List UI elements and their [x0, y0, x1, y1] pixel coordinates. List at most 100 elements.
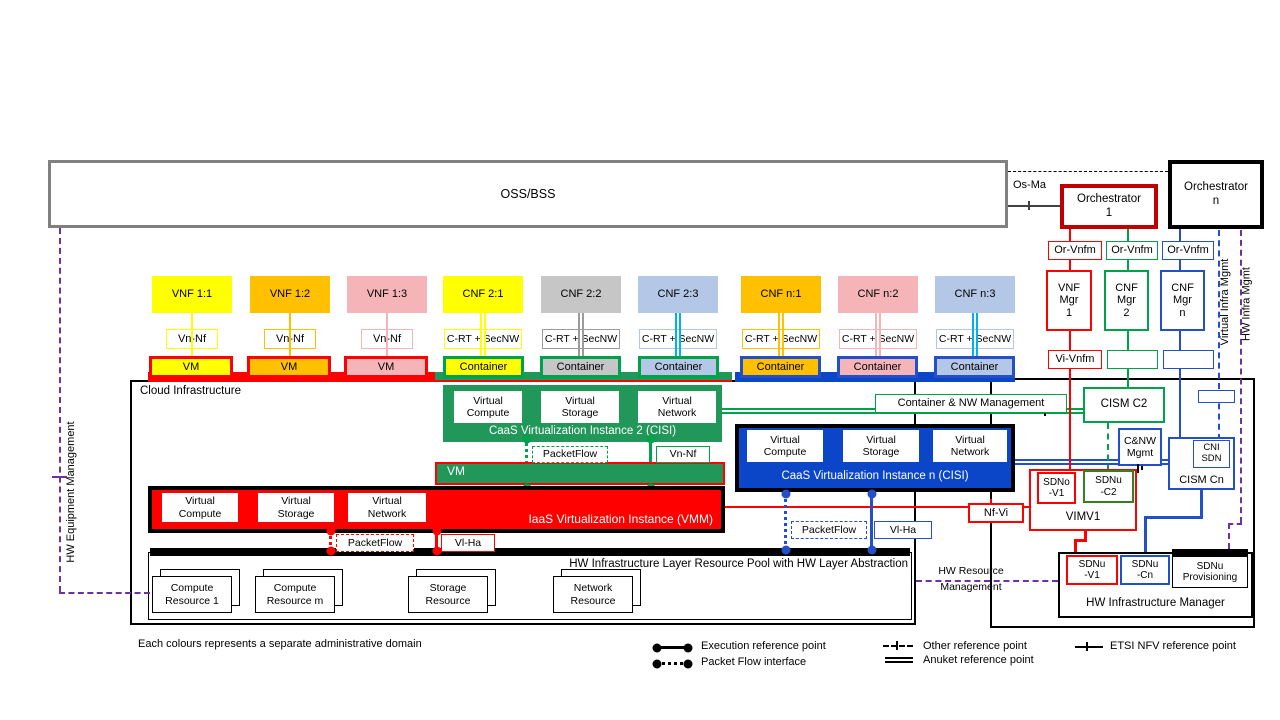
cisin-virtual-storage: Virtual Storage — [842, 429, 920, 463]
vl-ha-line-red — [435, 530, 438, 551]
nf-vi-label: Nf-Vi — [968, 503, 1024, 523]
orchn-cism-rail-blue — [1179, 228, 1181, 437]
exec-dot — [781, 545, 791, 555]
nf-box-vnf-1-1: VNF 1:1 — [152, 276, 232, 313]
nf-connector — [875, 313, 881, 357]
hw-resource-mgmt-line — [916, 580, 1058, 582]
virtual-infra-mgmt-label: Virtual Infra Mgmt — [1219, 258, 1231, 346]
cnf-mgr-2-box: CNF Mgr 2 — [1104, 270, 1149, 331]
nf-connector — [578, 313, 584, 357]
nf-connector — [386, 313, 388, 357]
compute-resource-1: Compute Resource 1 — [152, 576, 232, 613]
cisi2-virtual-compute: Virtual Compute — [453, 390, 523, 424]
blue-empty-box — [1198, 390, 1235, 403]
virtual-infra-mgmt-rail — [1218, 230, 1220, 440]
sdnu-c2-box: SDNu -C2 — [1083, 470, 1134, 503]
etsi-tick — [1137, 464, 1139, 473]
hw-infra-mgmt-label: HW Infra Mgmt — [1240, 267, 1253, 341]
hw-resource-mgmt-label: HW Resource Management — [938, 565, 1004, 593]
cnw-mgmt-box: C&NW Mgmt — [1118, 428, 1162, 466]
nf-box-cnf-2-2: CNF 2:2 — [541, 276, 621, 313]
cisi2-virtual-network: Virtual Network — [637, 390, 717, 424]
vmm-virtual-network: Virtual Network — [346, 491, 428, 524]
cisin-title: CaaS Virtualization Instance n (CISI) — [781, 470, 969, 482]
container-box-5: Container — [837, 356, 918, 378]
sdnu-prov-bar — [1172, 549, 1248, 556]
vm-host-bar-label: VM — [447, 464, 465, 478]
vl-ha-label-red: Vl-Ha — [441, 534, 495, 552]
storage-resource: Storage Resource — [408, 576, 488, 613]
hw-equipment-rail — [59, 228, 61, 592]
compute-resource-m: Compute Resource m — [255, 576, 335, 613]
hw-infra-mgmt-rail-jog — [1228, 523, 1242, 525]
packetflow-label-green: PacketFlow — [532, 446, 608, 463]
vmm-virtual-storage: Virtual Storage — [256, 491, 336, 524]
exec-dot — [326, 526, 336, 536]
cism-c2-box: CISM C2 — [1083, 387, 1165, 423]
vl-ha-label-blue: Vl-Ha — [874, 521, 932, 539]
cisin-anuket-line — [1015, 459, 1168, 465]
vn-nf-label-green: Vn-Nf — [656, 446, 710, 463]
nf-box-cnf-2-3: CNF 2:3 — [638, 276, 718, 313]
legend-anuket-line — [885, 657, 913, 663]
cisin-virtual-compute: Virtual Compute — [746, 429, 824, 463]
legend-other-label: Other reference point — [923, 640, 1027, 652]
sdnu-v1-box: SDNu -V1 — [1066, 555, 1118, 585]
c-rt-secnw-label-6: C-RT + SecNW — [936, 329, 1014, 349]
cni-sdn-box: CNI SDN — [1193, 440, 1230, 468]
nf-vi-line — [725, 506, 1037, 508]
nf-box-cnf-n-3: CNF n:3 — [935, 276, 1015, 313]
vm-box-3: VM — [344, 356, 428, 378]
exec-dot — [522, 434, 532, 444]
sdnu-provisioning-box: SDNu Provisioning — [1172, 556, 1248, 588]
exec-dot — [683, 659, 693, 669]
os-ma-label: Os-Ma — [1013, 179, 1046, 191]
nf-connector — [778, 313, 784, 357]
nf-connector — [191, 313, 193, 357]
hw-equipment-rail-bottom — [59, 592, 150, 594]
cloud-infrastructure-title: Cloud Infrastructure — [140, 385, 241, 397]
orchestrator-1-box: Orchestrator 1 — [1060, 184, 1158, 229]
vm-host-bar — [435, 462, 725, 485]
nf-connector — [972, 313, 978, 357]
container-box-2: Container — [540, 356, 621, 378]
vl-ha-line-blue — [870, 492, 873, 551]
exec-dot — [432, 526, 442, 536]
hw-infra-manager-title: HW Infrastructure Manager — [1086, 597, 1225, 609]
exec-dot — [652, 659, 662, 669]
orchestrator-n-box: Orchestrator n — [1168, 160, 1264, 229]
vmm-virtual-compute: Virtual Compute — [160, 491, 240, 524]
hw-abstraction-bar — [150, 548, 910, 556]
cisi2-title: CaaS Virtualization Instance 2 (CISI) — [488, 425, 677, 437]
exec-dot — [781, 489, 791, 499]
admin-domain-note: Each colours represents a separate admin… — [138, 638, 422, 650]
cisi2-virtual-storage: Virtual Storage — [540, 390, 620, 424]
c-rt-secnw-label-2: C-RT + SecNW — [542, 329, 620, 349]
legend-execution-line — [656, 646, 689, 649]
vi-vnfm-label-blue-empty — [1163, 350, 1214, 369]
oss-bss-box: OSS/BSS — [48, 160, 1008, 228]
exec-dot — [867, 545, 877, 555]
cism-cn-label: CISM Cn — [1179, 474, 1224, 486]
container-box-1: Container — [443, 356, 524, 378]
vmm-title: IaaS Virtualization Instance (VMM) — [528, 512, 713, 526]
cism-sdnu-connector — [1144, 516, 1147, 554]
container-box-4: Container — [740, 356, 821, 378]
cism-c2-sdnu-dashed — [1107, 423, 1109, 471]
nf-box-cnf-2-1: CNF 2:1 — [443, 276, 523, 313]
exec-dot — [326, 546, 336, 556]
nf-connector — [675, 313, 681, 357]
container-nw-mgmt-label: Container & NW Management — [875, 394, 1067, 413]
vi-vnfm-label-green-empty — [1107, 350, 1158, 369]
hw-infra-mgmt-rail — [1240, 230, 1242, 523]
vim-sdnu-connector — [1074, 539, 1077, 554]
legend-etsi-line — [1075, 646, 1103, 648]
os-ma-line — [1008, 205, 1060, 207]
vm-box-2: VM — [247, 356, 331, 378]
vnf-mgr-1-box: VNF Mgr 1 — [1046, 270, 1092, 331]
vimv1-label: VIMV1 — [1065, 511, 1101, 523]
cism-sdnu-connector — [1200, 490, 1203, 519]
packetflow-label-red: PacketFlow — [336, 534, 414, 552]
sdnu-cn-box: SDNu -Cn — [1120, 555, 1170, 585]
c-rt-secnw-label-3: C-RT + SecNW — [639, 329, 717, 349]
